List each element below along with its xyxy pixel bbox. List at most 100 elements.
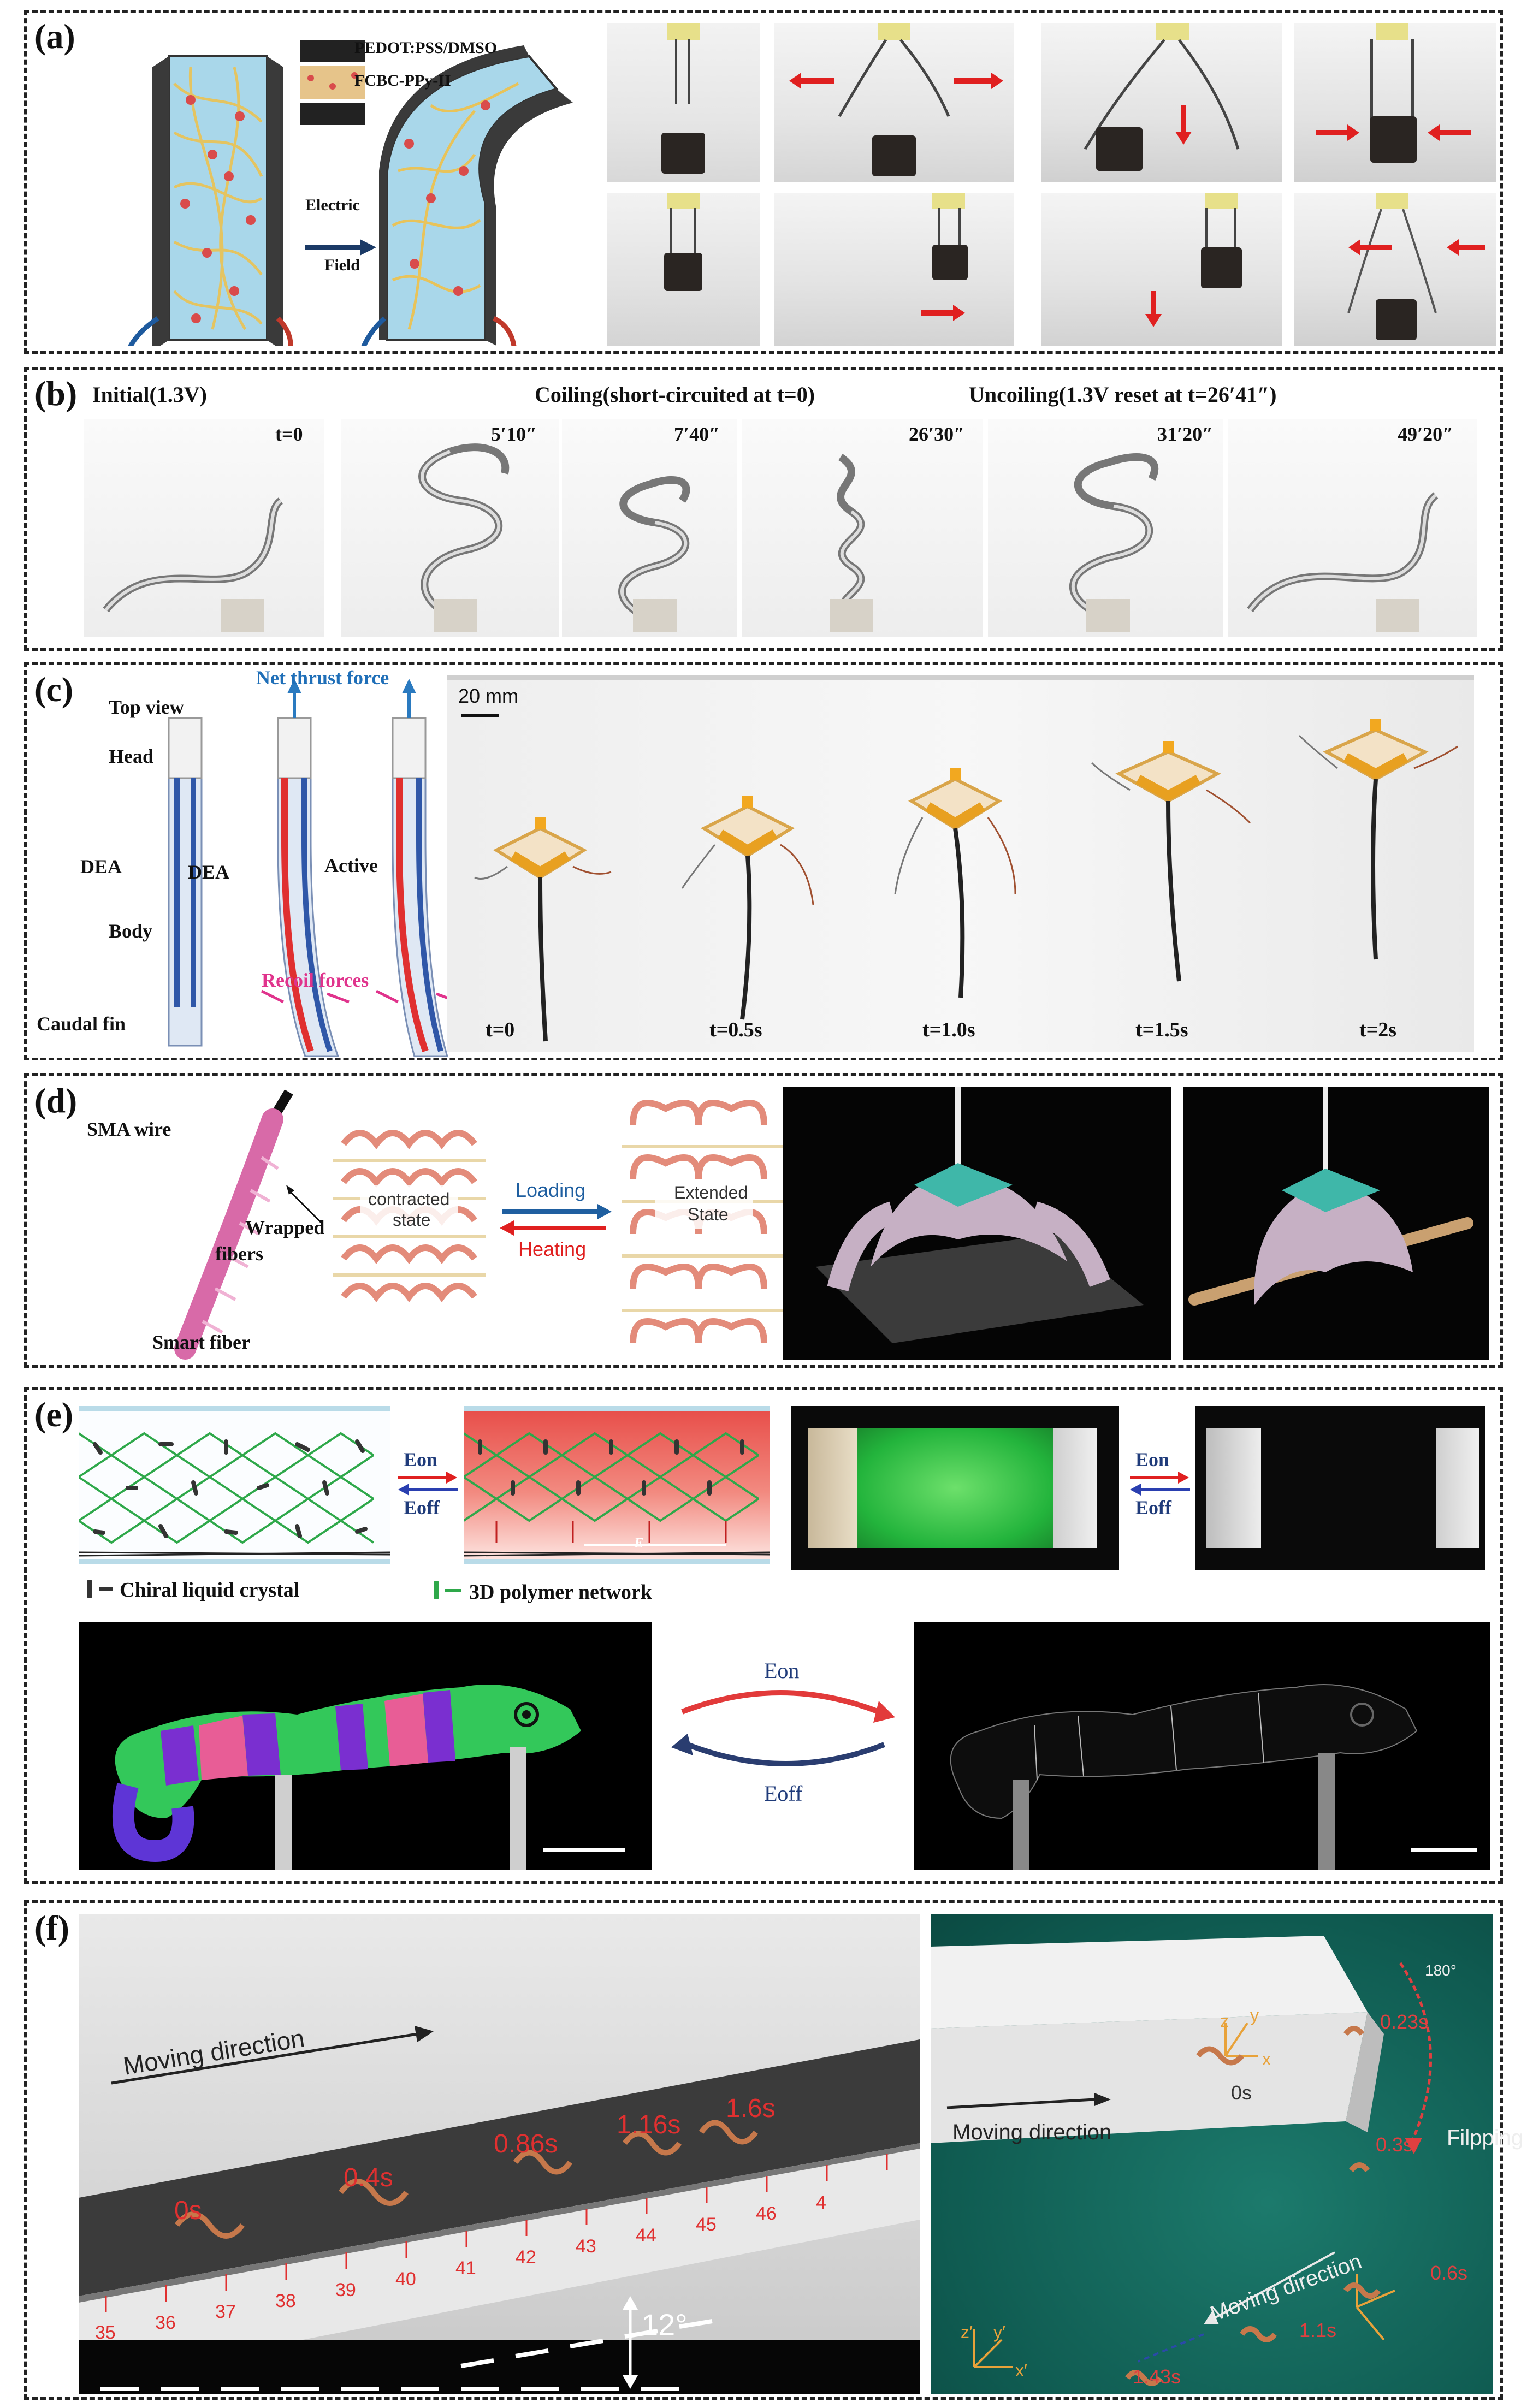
e-field-label: E — [634, 1535, 644, 1551]
wrapped-fibers-label-2: fibers — [215, 1243, 263, 1265]
legend-net-icon — [434, 1581, 439, 1599]
panel-d: (d) SMA wire Wrapped fibers Smart fiber … — [24, 1073, 1503, 1368]
axis-z: z — [1220, 2011, 1229, 2031]
ruler-label-44: 44 — [636, 2225, 656, 2246]
heating-arrow — [513, 1226, 606, 1230]
time-b-5: 31′20″ — [1157, 423, 1214, 445]
time-c-5: t=2s — [1359, 1018, 1397, 1041]
gripper-photo-3 — [1041, 23, 1282, 182]
flipping-photo — [931, 1914, 1493, 2394]
time-f-right-3: 0.3s — [1376, 2133, 1413, 2156]
legend-net-label: 3D polymer network — [469, 1581, 652, 1604]
knit-gripper-photo-2 — [1183, 1087, 1489, 1360]
eon-arrow-1 — [398, 1476, 447, 1479]
electric-field-label-2: Field — [324, 256, 360, 274]
time-b-2: 5′10″ — [491, 423, 537, 445]
sma-wire-label: SMA wire — [87, 1118, 171, 1140]
eon-arrow-2 — [1130, 1476, 1179, 1479]
axis-x-prime: x′ — [1015, 2360, 1027, 2380]
head-label: Head — [109, 745, 154, 767]
lc-schematic-on — [464, 1406, 770, 1564]
eoff-label-3: Eoff — [764, 1781, 803, 1806]
coil-photo-6 — [1228, 419, 1477, 637]
panel-a: (a) — [24, 10, 1503, 354]
scale-bar-label: 20 mm — [458, 685, 519, 707]
ruler-label-36: 36 — [155, 2312, 176, 2333]
chameleon-scale-bar-on — [543, 1848, 625, 1852]
extended-state-label-1: Extended — [674, 1183, 748, 1202]
fish-frame-4 — [1086, 741, 1261, 992]
coil-photo-3 — [562, 419, 737, 637]
gripper-photo-2 — [774, 23, 1014, 182]
filpping-label: Filpping — [1447, 2126, 1524, 2150]
scale-bar — [461, 714, 499, 717]
actuator-schematic-svg — [128, 40, 573, 346]
angle-180-label: 180° — [1425, 1962, 1457, 1979]
contracted-state-label-2: state — [393, 1210, 431, 1230]
loading-label: Loading — [516, 1179, 586, 1201]
ruler-label-41: 41 — [455, 2258, 476, 2279]
active-label: Active — [324, 855, 378, 876]
panel-f: (f) M — [24, 1900, 1523, 2400]
time-f-right-1: 0s — [1231, 2081, 1252, 2104]
recoil-forces-label: Recoil forces — [262, 969, 369, 991]
time-c-1: t=0 — [486, 1018, 515, 1041]
ruler-label-46: 46 — [756, 2203, 777, 2224]
eoff-arrow-1 — [409, 1488, 458, 1491]
eon-arrow-2-head — [1178, 1472, 1189, 1484]
ruler-label-38: 38 — [275, 2291, 296, 2311]
heating-arrow-head — [500, 1220, 514, 1236]
eon-label-3: Eon — [764, 1658, 800, 1683]
time-f-left-3: 0.86s — [494, 2130, 558, 2158]
wrapped-fibers-label-1: Wrapped — [245, 1217, 325, 1238]
axis-y-prime: y′ — [993, 2322, 1005, 2342]
time-f-right-5: 1.1s — [1299, 2319, 1337, 2341]
coil-photo-2 — [341, 419, 559, 637]
caudal-fin-label: Caudal fin — [37, 1013, 126, 1035]
panel-label-f: (f) — [34, 1908, 69, 1947]
legend-net-dash — [445, 1589, 461, 1592]
time-c-4: t=1.5s — [1135, 1018, 1188, 1041]
gripper-photo-4 — [1294, 23, 1496, 182]
dea-right-label: DEA — [188, 861, 230, 883]
ruler-label-37: 37 — [215, 2302, 236, 2322]
contracted-state-label-1: contracted — [368, 1189, 450, 1209]
time-c-2: t=0.5s — [709, 1018, 762, 1041]
time-f-left-2: 0.4s — [344, 2163, 393, 2192]
coil-photo-5 — [988, 419, 1223, 637]
ruler-label-4: 4 — [816, 2192, 826, 2213]
gripper-photo-8 — [1294, 193, 1496, 346]
ruler-label-45: 45 — [696, 2214, 717, 2235]
dea-left-label: DEA — [80, 856, 122, 877]
time-b-6: 49′20″ — [1398, 423, 1454, 445]
body-label: Body — [109, 920, 153, 942]
time-b-1: t=0 — [275, 423, 303, 445]
smart-fiber-label: Smart fiber — [152, 1331, 250, 1353]
incline-photo — [79, 1914, 920, 2394]
panel-c: (c) Net thrust force Top view Head DEA D… — [24, 662, 1503, 1060]
extended-state-knit — [622, 1100, 786, 1344]
extended-state-label-2: State — [688, 1205, 729, 1224]
eoff-arrow-2 — [1141, 1488, 1190, 1491]
legend-lc-label: Chiral liquid crystal — [120, 1579, 300, 1602]
time-f-left-1: 0s — [174, 2196, 202, 2225]
gripper-photo-7 — [1041, 193, 1282, 346]
moving-direction-right-1: Moving direction — [952, 2120, 1112, 2144]
panel-label-b: (b) — [34, 374, 78, 413]
gripper-photo-5 — [607, 193, 760, 346]
fish-frame-2 — [671, 796, 835, 1025]
panel-label-c: (c) — [34, 670, 74, 709]
ruler-label-43: 43 — [576, 2236, 596, 2257]
heading-coiling: Coiling(short-circuited at t=0) — [535, 382, 815, 407]
net-thrust-label: Net thrust force — [256, 667, 389, 689]
actuator-schematic — [103, 34, 595, 346]
panel-label-e: (e) — [34, 1395, 74, 1434]
eon-label-1: Eon — [404, 1449, 438, 1470]
contracted-state-knit — [333, 1130, 486, 1302]
knit-gripper-photo-1 — [783, 1087, 1171, 1360]
gripper-photo-6 — [774, 193, 1014, 346]
smart-fiber-illustration — [174, 1089, 323, 1360]
axis-x: x — [1262, 2049, 1271, 2069]
top-view-label: Top view — [109, 696, 184, 718]
axis-z-prime: z′ — [961, 2322, 973, 2342]
